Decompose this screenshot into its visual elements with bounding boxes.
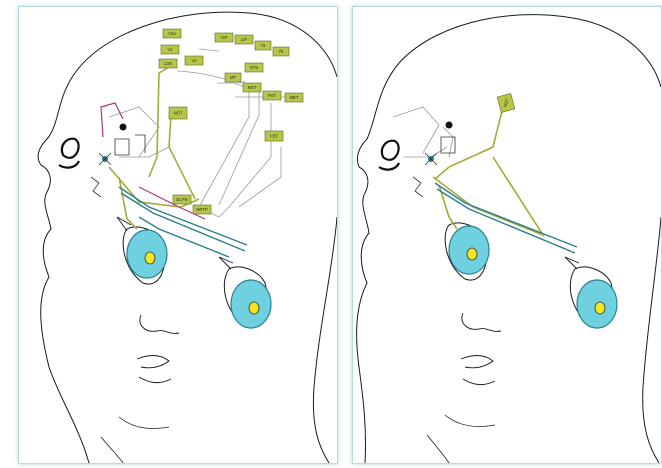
box-nrtp: NRTP bbox=[193, 205, 211, 214]
right-diagram-svg: NOT bbox=[353, 7, 661, 463]
neuron-cluster-icon bbox=[91, 124, 145, 198]
svg-text:7b: 7b bbox=[279, 49, 284, 54]
svg-text:V2: V2 bbox=[191, 58, 197, 63]
box-v1: V1 bbox=[161, 45, 179, 54]
eye-right bbox=[565, 257, 617, 328]
svg-text:FEF: FEF bbox=[270, 134, 278, 139]
mouth-line bbox=[461, 356, 495, 385]
eye-left bbox=[445, 223, 489, 280]
box-v3a: V3a bbox=[163, 29, 181, 38]
nose-line bbox=[140, 315, 179, 333]
ear-icon bbox=[59, 139, 79, 168]
head-back bbox=[643, 217, 661, 463]
box-mt: MT bbox=[225, 73, 241, 82]
box-vip: VIP bbox=[215, 33, 233, 42]
box-7a: 7a bbox=[255, 41, 271, 50]
svg-text:LIP: LIP bbox=[241, 37, 247, 42]
head-back bbox=[313, 217, 337, 463]
svg-text:MST: MST bbox=[248, 85, 257, 90]
svg-text:NOT: NOT bbox=[174, 111, 183, 116]
svg-text:LGN: LGN bbox=[164, 61, 173, 66]
svg-text:MET: MET bbox=[290, 95, 299, 100]
eye-right bbox=[219, 257, 271, 328]
box-mst: MST bbox=[243, 83, 261, 92]
mouth-line bbox=[137, 356, 171, 383]
svg-text:V3a: V3a bbox=[168, 31, 176, 36]
box-lgn: LGN bbox=[159, 59, 177, 68]
eye-left bbox=[117, 217, 167, 284]
ear-icon bbox=[379, 141, 399, 170]
svg-text:PST: PST bbox=[268, 93, 277, 98]
box-sts: STS bbox=[245, 63, 263, 72]
svg-text:V1: V1 bbox=[167, 47, 173, 52]
box-lip: LIP bbox=[235, 35, 253, 44]
left-diagram-panel: V3a V1 LGN V2 VIP LIP 7a 7b STS MT MST P… bbox=[18, 6, 338, 464]
left-diagram-svg: V3a V1 LGN V2 VIP LIP 7a 7b STS MT MST P… bbox=[19, 7, 337, 463]
gray-pathways bbox=[393, 107, 453, 157]
svg-text:VIP: VIP bbox=[221, 35, 228, 40]
box-dlpn: DLPN bbox=[173, 195, 191, 204]
svg-text:NRTP: NRTP bbox=[196, 207, 208, 212]
svg-text:DLPN: DLPN bbox=[176, 197, 187, 202]
box-met: MET bbox=[285, 93, 303, 102]
box-fef: FEF bbox=[265, 131, 283, 141]
nose-line bbox=[462, 313, 501, 331]
gray-pathways bbox=[109, 49, 289, 217]
head-outline bbox=[38, 12, 337, 463]
box-v2: V2 bbox=[185, 56, 203, 65]
right-diagram-panel: NOT bbox=[352, 6, 662, 464]
olive-pathways bbox=[109, 67, 199, 229]
box-7b: 7b bbox=[273, 47, 289, 56]
box-not-right: NOT bbox=[497, 93, 515, 112]
box-not: NOT bbox=[169, 107, 187, 119]
chin-line bbox=[101, 417, 169, 463]
box-pst: PST bbox=[263, 91, 281, 100]
svg-text:STS: STS bbox=[250, 65, 258, 70]
svg-text:7a: 7a bbox=[261, 43, 266, 48]
head-outline bbox=[357, 15, 661, 463]
svg-text:MT: MT bbox=[230, 75, 236, 80]
chin-line bbox=[427, 415, 495, 463]
